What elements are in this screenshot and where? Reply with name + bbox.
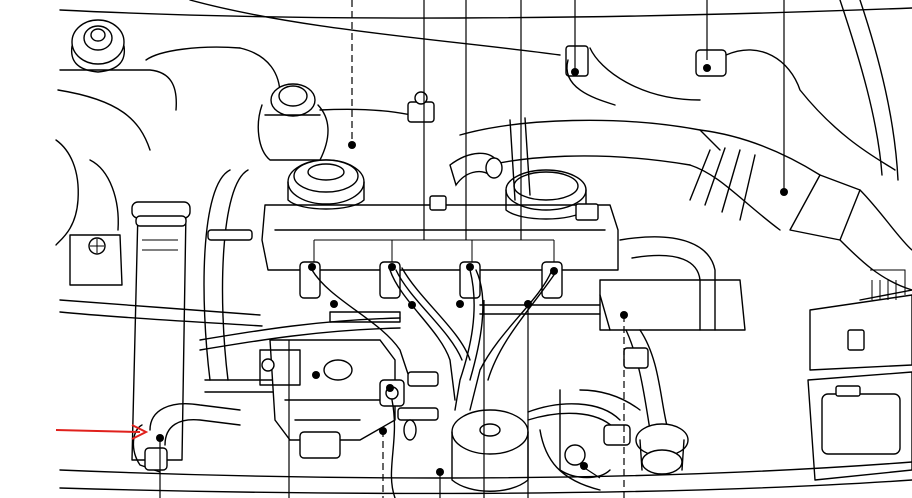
callout-dot [312, 371, 320, 379]
callout-dot [386, 384, 394, 392]
callout-dot [620, 311, 628, 319]
egr-pipe-right [599, 236, 746, 475]
injection-lines [311, 267, 557, 411]
strut-tower-mount [70, 19, 126, 73]
callout-dot [580, 462, 588, 470]
callout-dot [330, 300, 338, 308]
fuel-injectors [299, 261, 563, 299]
callout-dot [466, 263, 474, 271]
callout-dot [780, 188, 788, 196]
callout-dot [436, 468, 444, 476]
turbo-inlet-ring [505, 169, 587, 220]
cylinder-head [261, 195, 619, 271]
fuel-filter [451, 403, 621, 492]
callout-dot [408, 301, 416, 309]
callout-dot [524, 300, 532, 308]
intake-throttle [257, 83, 431, 161]
injection-pump [259, 339, 439, 498]
callout-dot [348, 141, 356, 149]
red-pointer-arrow [55, 424, 149, 440]
callout-dot [379, 427, 387, 435]
callout-dot [571, 68, 579, 76]
left-reservoir [55, 139, 119, 246]
callout-dot [456, 300, 464, 308]
callout-dot [703, 64, 711, 72]
callout-dot [308, 263, 316, 271]
sensors-top [407, 45, 896, 171]
callout-dot [550, 267, 558, 275]
callout-markers [156, 64, 788, 476]
left-coolant-hose [69, 201, 191, 461]
leader-lines [159, 0, 785, 498]
callout-dot [156, 434, 164, 442]
callout-dot [388, 263, 396, 271]
lower-left-hose [59, 299, 263, 473]
fuel-return-line [199, 304, 601, 351]
breather-elbow [449, 152, 503, 187]
battery-and-fusebox [807, 269, 912, 481]
oil-filler-cap [287, 159, 365, 210]
right-coolant-pipe [559, 389, 641, 479]
